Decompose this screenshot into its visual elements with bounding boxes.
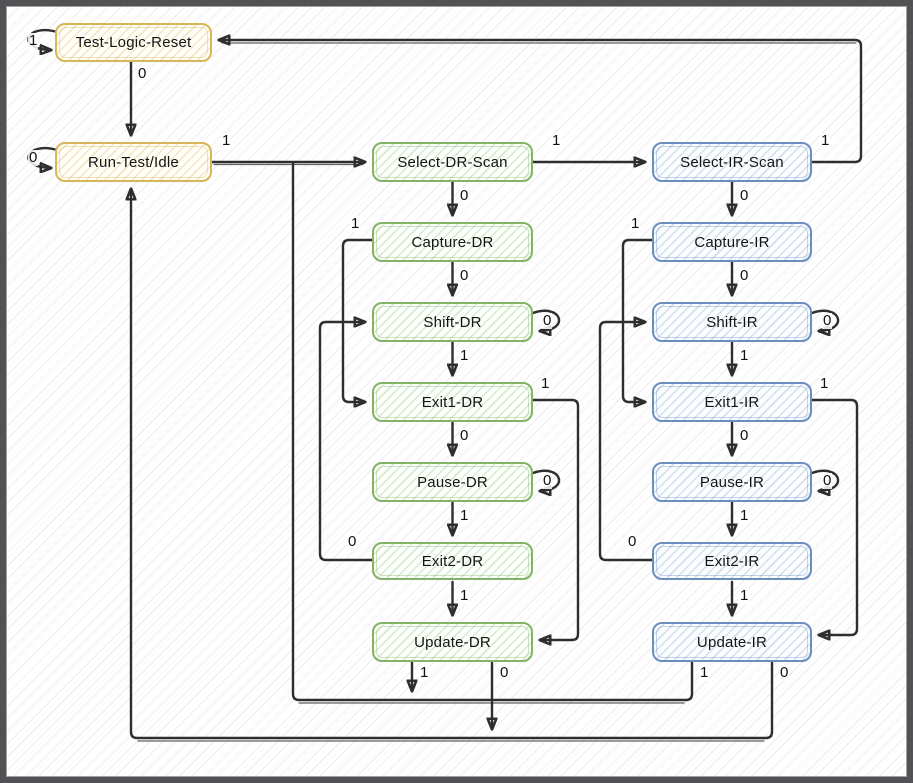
state-pause-ir[interactable]: Pause-IR xyxy=(652,462,812,502)
tms-label: 1 xyxy=(820,132,831,149)
state-update-dr[interactable]: Update-DR xyxy=(372,622,533,662)
tms-label: 0 xyxy=(627,533,638,550)
tms-label: 1 xyxy=(551,132,562,149)
tms-label: 0 xyxy=(739,267,750,284)
state-select-dr-scan[interactable]: Select-DR-Scan xyxy=(372,142,533,182)
tms-label: 0 xyxy=(459,267,470,284)
tms-label: 0 xyxy=(822,472,833,489)
tms-label: 0 xyxy=(137,65,148,82)
edge-shift-ir-self xyxy=(810,309,840,331)
tms-label: 0 xyxy=(347,533,358,550)
tms-label: 0 xyxy=(28,149,39,166)
state-run-test-idle[interactable]: Run-Test/Idle xyxy=(55,142,212,182)
edge-exit2dr-shiftdr xyxy=(318,322,374,562)
tms-label: 1 xyxy=(540,375,551,392)
edge-exit1ir-updateir xyxy=(810,398,859,635)
edge-pause-dr-self xyxy=(531,469,561,491)
tms-label: 1 xyxy=(699,664,710,681)
state-capture-ir[interactable]: Capture-IR xyxy=(652,222,812,262)
state-exit1-dr[interactable]: Exit1-DR xyxy=(372,382,533,422)
state-exit2-ir[interactable]: Exit2-IR xyxy=(652,542,812,580)
tms-label: 0 xyxy=(739,427,750,444)
edge-selir-tlr xyxy=(219,40,863,164)
state-select-ir-scan[interactable]: Select-IR-Scan xyxy=(652,142,812,182)
state-exit1-ir[interactable]: Exit1-IR xyxy=(652,382,812,422)
edge-exit2ir-shiftir xyxy=(598,322,654,562)
state-shift-dr[interactable]: Shift-DR xyxy=(372,302,533,342)
tms-label: 1 xyxy=(419,664,430,681)
state-update-ir[interactable]: Update-IR xyxy=(652,622,812,662)
state-capture-dr[interactable]: Capture-DR xyxy=(372,222,533,262)
tms-label: 1 xyxy=(739,507,750,524)
tms-label: 1 xyxy=(630,215,641,232)
tms-label: 1 xyxy=(459,587,470,604)
tms-label: 1 xyxy=(739,587,750,604)
tms-label: 0 xyxy=(499,664,510,681)
tms-label: 0 xyxy=(542,472,553,489)
tms-label: 0 xyxy=(822,312,833,329)
tms-label: 1 xyxy=(350,215,361,232)
edge-exit1dr-updatedr xyxy=(531,398,580,640)
edge-updateir-rti xyxy=(131,189,774,740)
edge-shift-dr-self xyxy=(531,309,561,331)
tms-label: 1 xyxy=(819,375,830,392)
tms-label: 1 xyxy=(739,347,750,364)
tms-label: 0 xyxy=(542,312,553,329)
state-test-logic-reset[interactable]: Test-Logic-Reset xyxy=(55,23,212,62)
state-shift-ir[interactable]: Shift-IR xyxy=(652,302,812,342)
tms-label: 0 xyxy=(459,427,470,444)
tms-label: 1 xyxy=(28,32,39,49)
state-pause-dr[interactable]: Pause-DR xyxy=(372,462,533,502)
tms-label: 1 xyxy=(221,132,232,149)
tms-label: 1 xyxy=(459,347,470,364)
edge-updateir-seldr xyxy=(291,161,694,702)
tms-label: 0 xyxy=(739,187,750,204)
tms-label: 0 xyxy=(779,664,790,681)
edge-pause-ir-self xyxy=(810,469,840,491)
state-exit2-dr[interactable]: Exit2-DR xyxy=(372,542,533,580)
tms-label: 0 xyxy=(459,187,470,204)
tms-label: 1 xyxy=(459,507,470,524)
